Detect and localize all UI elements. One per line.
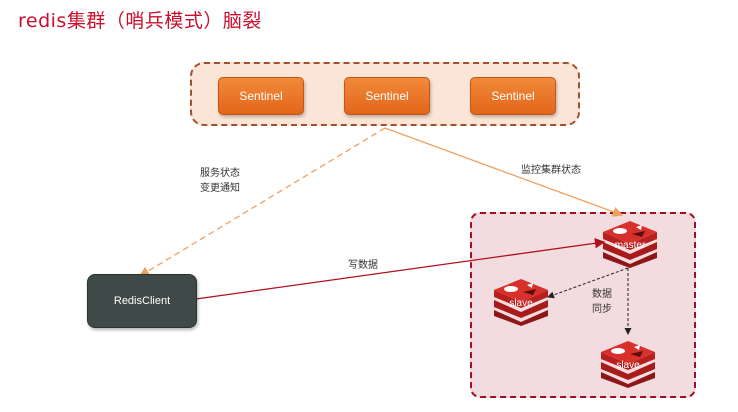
sentinel-node-3[interactable]: Sentinel xyxy=(470,77,556,115)
sync-label: 数据 同步 xyxy=(592,287,612,317)
sentinel-group: Sentinel Sentinel Sentinel xyxy=(190,62,580,126)
write-label: 写数据 xyxy=(348,260,378,271)
slave2-label: slave xyxy=(616,360,640,371)
sync-label-line2: 同步 xyxy=(592,304,612,315)
notify-label: 服务状态 变更通知 xyxy=(200,166,240,196)
slave1-label: slave xyxy=(509,298,533,309)
monitor-label: 监控集群状态 xyxy=(521,165,581,176)
notify-label-line2: 变更通知 xyxy=(200,183,240,194)
sync-label-line1: 数据 xyxy=(592,289,612,300)
notify-arrow xyxy=(138,127,386,277)
sync-arrow-slave1 xyxy=(547,267,629,299)
sentinel-node-1[interactable]: Sentinel xyxy=(218,77,304,115)
redis-master-node[interactable]: master xyxy=(601,218,659,268)
redis-slave-node-2[interactable]: slave xyxy=(599,338,657,388)
page-title: redis集群（哨兵模式）脑裂 xyxy=(18,10,262,32)
redis-logo-icon xyxy=(603,221,657,268)
notify-label-line1: 服务状态 xyxy=(200,168,240,179)
monitor-arrow xyxy=(384,127,624,217)
redis-logo-icon xyxy=(494,279,548,326)
master-label: master xyxy=(614,240,646,251)
write-arrow xyxy=(195,238,606,300)
redis-client-node[interactable]: RedisClient xyxy=(87,274,197,328)
redis-logo-icon xyxy=(601,341,655,388)
redis-cluster-group xyxy=(470,212,696,398)
sentinel-node-2[interactable]: Sentinel xyxy=(344,77,430,115)
redis-slave-node-1[interactable]: slave xyxy=(492,276,550,326)
